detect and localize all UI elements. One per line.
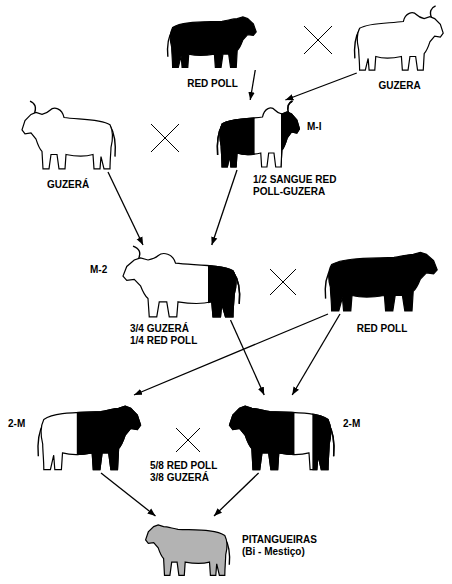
- animal-node: GUZERA: [352, 5, 447, 73]
- generation-code: M-2: [90, 264, 107, 276]
- animal-silhouette: [123, 246, 240, 317]
- breed-label: GUZERÁ: [47, 179, 89, 191]
- animal-node: 2-M: [35, 395, 145, 473]
- label-holder: M-I: [307, 116, 337, 134]
- breed-label: GUZERA: [378, 80, 420, 92]
- animal-silhouette: [168, 17, 257, 67]
- breeding-arrow: [101, 473, 156, 516]
- breed-label: 3/4 GUZERÁ 1/4 RED POLL: [130, 323, 201, 347]
- breed-label: 2-M: [343, 418, 360, 430]
- breeding-arrow: [214, 473, 259, 516]
- breeding-arrow: [231, 320, 265, 395]
- breed-label: PITANGUEIRAS (Bi - Mestiço): [242, 534, 324, 558]
- breeding-arrow: [212, 170, 237, 245]
- animal-node: PITANGUEIRAS (Bi - Mestiço): [142, 516, 232, 578]
- breeding-arrow: [108, 172, 143, 245]
- generation-code: M-I: [307, 121, 321, 133]
- animal-node: RED POLL: [165, 8, 260, 70]
- animal-silhouette: [229, 406, 334, 470]
- animal-node: M-I1/2 SANGUE RED POLL-GUZERA: [215, 100, 303, 170]
- label-holder: 3/4 GUZERÁ 1/4 RED POLL: [130, 323, 201, 348]
- breed-label: RED POLL: [187, 78, 238, 90]
- animal-node: M-23/4 GUZERÁ 1/4 RED POLL: [118, 245, 243, 320]
- cross-symbol: [270, 269, 296, 295]
- cross-symbol: [176, 428, 200, 452]
- cross-symbol: [304, 26, 332, 54]
- animal-silhouette: [22, 101, 115, 169]
- label-holder: 1/2 SANGUE RED POLL-GUZERA: [253, 174, 353, 199]
- label-holder: 5/8 RED POLL 3/8 GUZERÁ: [150, 460, 225, 485]
- animal-node: 2-M: [225, 395, 337, 473]
- animal-node: RED POLL: [322, 242, 442, 314]
- animal-silhouette: [217, 101, 299, 167]
- label-holder: PITANGUEIRAS (Bi - Mestiço): [242, 534, 324, 559]
- label-holder: RED POLL: [322, 318, 442, 336]
- animal-silhouette: [355, 6, 444, 70]
- animal-silhouette: [325, 252, 437, 311]
- breed-label: 2-M: [8, 418, 25, 430]
- blood-fraction-label: 5/8 RED POLL 3/8 GUZERÁ: [150, 460, 225, 484]
- animal-silhouette: [146, 525, 230, 575]
- breeding-arrow: [250, 70, 255, 100]
- label-holder: GUZERA: [352, 75, 447, 93]
- animal-node: GUZERÁ: [18, 100, 118, 172]
- label-holder: M-2: [90, 259, 116, 277]
- breed-label: 1/2 SANGUE RED POLL-GUZERA: [253, 174, 353, 198]
- breed-label: RED POLL: [357, 323, 408, 335]
- label-holder: GUZERÁ: [18, 174, 118, 192]
- label-holder: RED POLL: [165, 73, 260, 91]
- label-holder: 2-M: [8, 413, 33, 431]
- animal-silhouette: [38, 406, 141, 470]
- cross-symbol: [151, 124, 179, 152]
- label-holder: 2-M: [343, 413, 373, 431]
- breeding-arrow: [285, 73, 356, 100]
